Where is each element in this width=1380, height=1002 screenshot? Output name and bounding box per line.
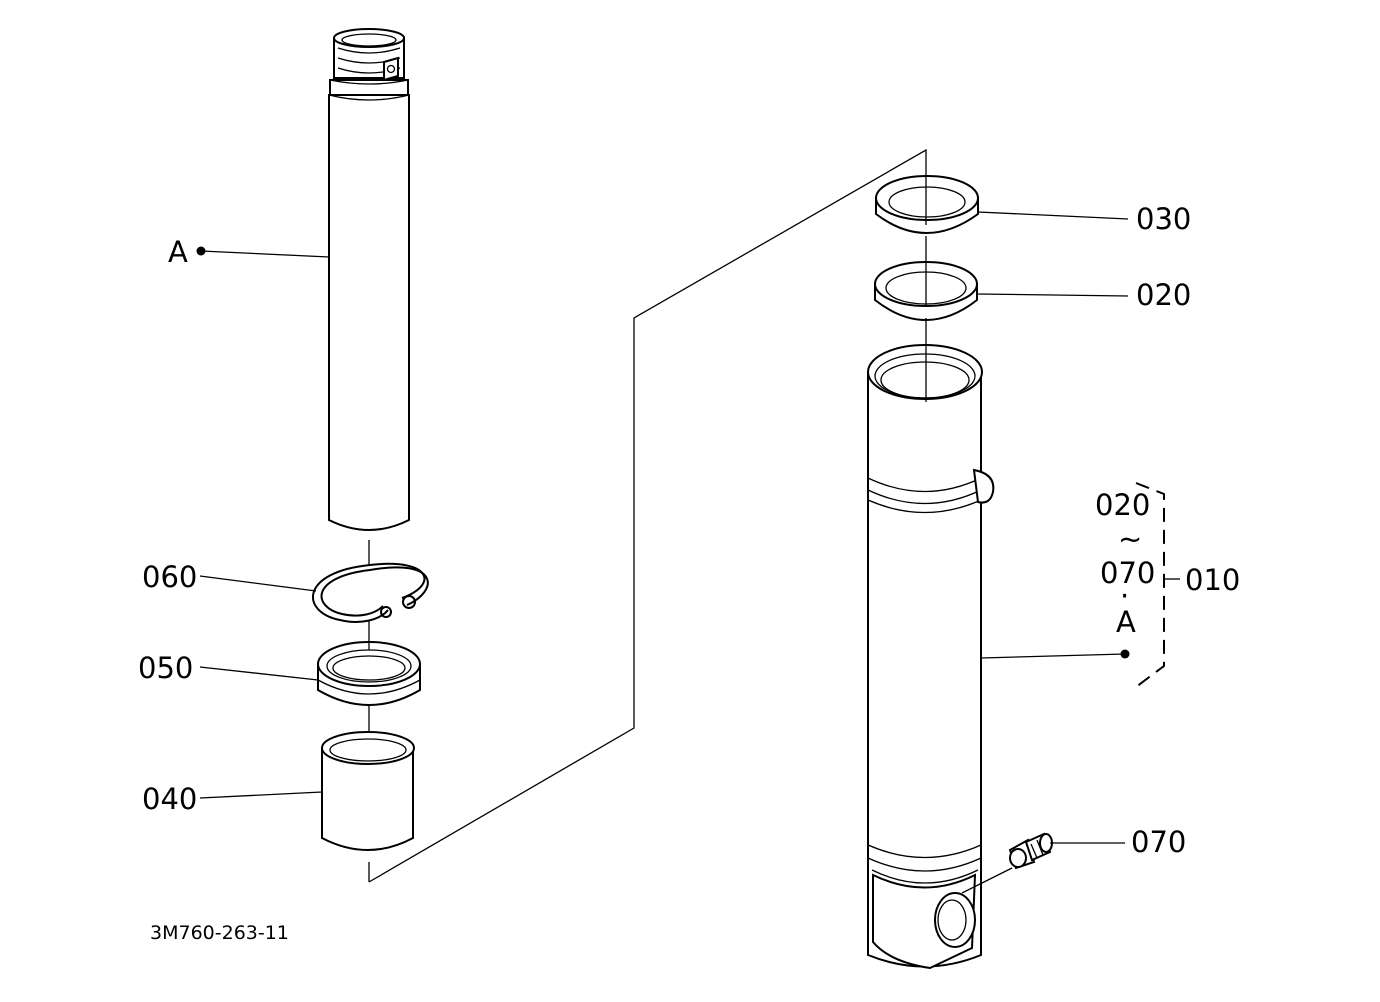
label-part-030: 030: [1136, 202, 1191, 236]
grease-nipple-070: [961, 832, 1053, 894]
bushing-040: [321, 731, 415, 851]
assembly-connector-line: [368, 148, 927, 883]
label-part-070: 070: [1131, 825, 1186, 859]
label-group-from: 020: [1095, 488, 1150, 522]
leader-lines: [196, 211, 1130, 844]
label-a-left: A: [168, 235, 188, 269]
label-group-tilde: ~: [1118, 522, 1142, 556]
label-group-dot: ·: [1120, 579, 1129, 613]
washer-030: [875, 175, 979, 234]
label-group-to: 070: [1100, 556, 1155, 590]
circlip-060: [312, 562, 429, 623]
group-bracket: [1135, 482, 1180, 688]
label-part-060: 060: [142, 560, 197, 594]
label-part-020: 020: [1136, 278, 1191, 312]
piston-rod: [328, 28, 410, 531]
label-part-010: 010: [1185, 563, 1240, 597]
label-part-050: 050: [138, 651, 193, 685]
seal-050: [317, 641, 421, 706]
label-group-a: A: [1116, 605, 1136, 639]
label-part-040: 040: [142, 782, 197, 816]
cylinder-tube: [867, 344, 995, 970]
drawing-code: 3M760-263-11: [150, 922, 289, 944]
